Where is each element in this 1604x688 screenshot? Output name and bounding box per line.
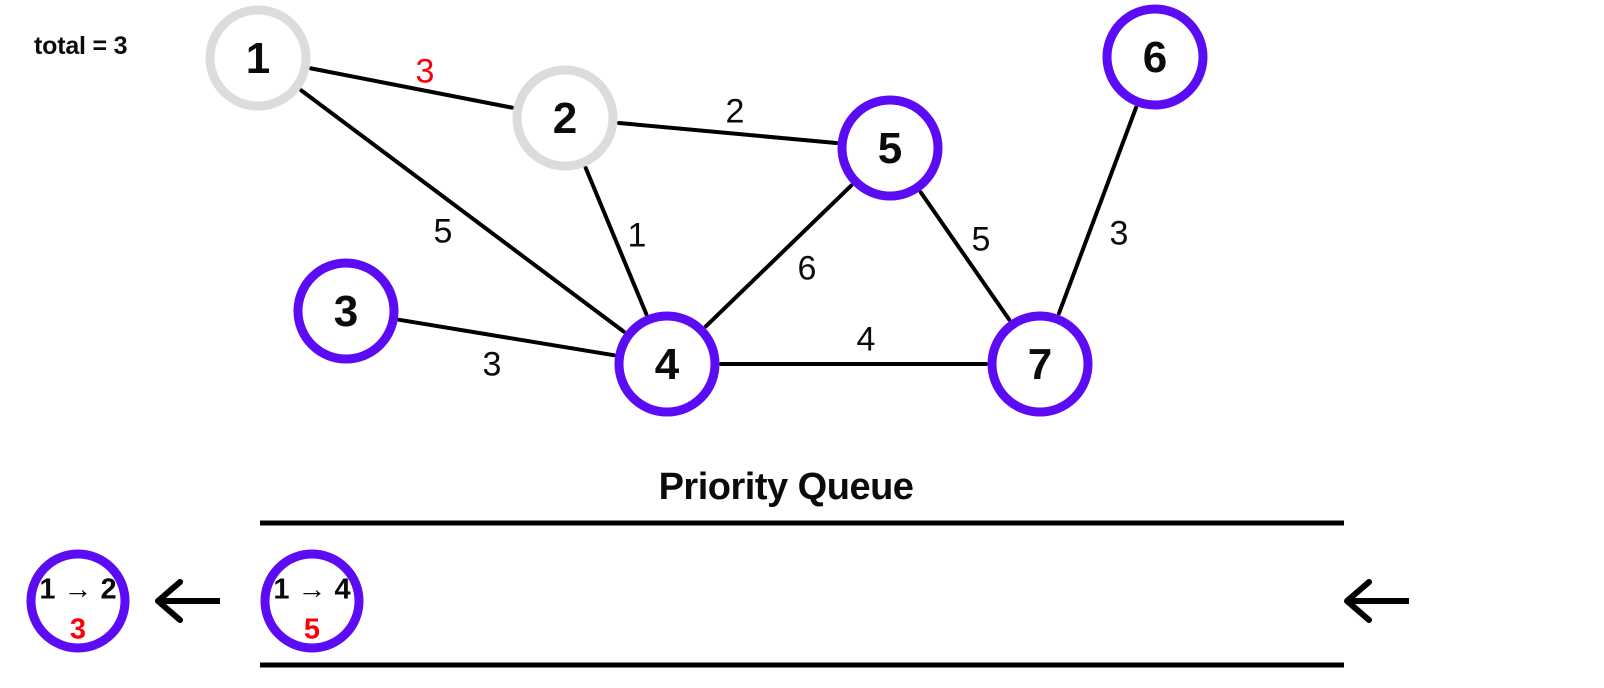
edge-weight-1-4: 5 xyxy=(433,212,453,251)
graph-edge-2-5 xyxy=(616,120,839,146)
graph-edge-1-4 xyxy=(299,88,626,334)
graph-node-4[interactable] xyxy=(614,311,720,417)
dequeue-arrow-icon xyxy=(155,579,220,623)
edges-layer xyxy=(299,66,1139,366)
graph-node-6[interactable] xyxy=(1102,4,1208,110)
edge-weight-6-7: 3 xyxy=(1109,214,1129,253)
graph-node-1[interactable] xyxy=(205,5,311,111)
queue-layer xyxy=(26,520,1409,668)
graph-edge-3-4 xyxy=(397,317,616,358)
edge-weight-1-2: 3 xyxy=(415,52,435,91)
edge-weight-4-5: 6 xyxy=(797,249,817,288)
dequeued-queue-item-weight-label: 3 xyxy=(69,613,87,646)
graph-edge-6-7 xyxy=(1056,105,1139,316)
graph-edge-5-7 xyxy=(918,190,1012,322)
total-weight-label: total = 3 xyxy=(34,32,128,60)
nodes-layer xyxy=(205,4,1208,417)
edge-weight-3-4: 3 xyxy=(482,345,502,384)
dequeued-queue-item-edge-label: 1 → 2 xyxy=(39,573,117,606)
graph-edge-1-2 xyxy=(308,66,515,110)
graph-node-7[interactable] xyxy=(987,311,1093,417)
queue-item-0[interactable] xyxy=(260,549,364,653)
graph-node-5[interactable] xyxy=(837,95,943,201)
graph-edge-2-4 xyxy=(583,165,649,317)
edge-weight-4-7: 4 xyxy=(856,320,876,359)
edge-weight-2-5: 2 xyxy=(725,92,745,131)
priority-queue-title: Priority Queue xyxy=(658,466,914,508)
enqueue-arrow-icon xyxy=(1344,579,1409,623)
dequeue-arrow-icon-head xyxy=(155,579,183,623)
queue-item-0-edge-label: 1 → 4 xyxy=(273,573,351,606)
graph-node-3[interactable] xyxy=(293,258,399,364)
graph-edge-4-5 xyxy=(703,183,854,329)
edge-weight-5-7: 5 xyxy=(971,220,991,259)
enqueue-arrow-icon-head xyxy=(1344,579,1372,623)
graph-node-2[interactable] xyxy=(512,65,618,171)
dequeued-queue-item[interactable] xyxy=(26,549,130,653)
edge-weight-2-4: 1 xyxy=(627,216,647,255)
queue-item-0-weight-label: 5 xyxy=(303,613,321,646)
